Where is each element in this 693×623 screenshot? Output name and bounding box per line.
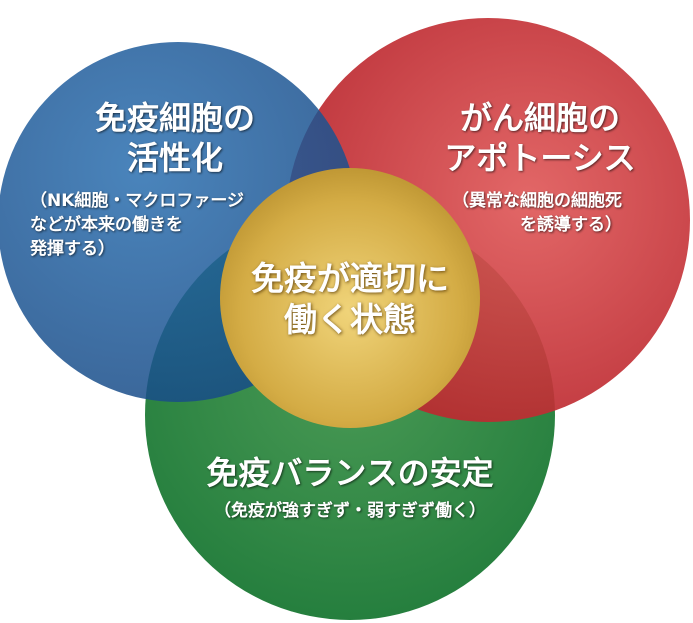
red-title: がん細胞の アポトーシス	[410, 98, 670, 178]
center-title: 免疫が適切に 働く状態	[210, 258, 490, 341]
red-sub-line: （異常な細胞の細胞死	[452, 191, 622, 211]
blue-sub-line: （NK細胞・マクロファージ	[30, 191, 245, 211]
center-line: 働く状態	[284, 300, 416, 340]
blue-subtitle: （NK細胞・マクロファージ などが本来の働きを 発揮する）	[30, 190, 244, 261]
blue-title: 免疫細胞の 活性化	[60, 98, 290, 178]
red-title-line: がん細胞の	[459, 99, 620, 137]
red-subtitle: （異常な細胞の細胞死 を誘導する）	[452, 190, 622, 238]
blue-title-line: 免疫細胞の	[94, 99, 255, 137]
green-subtitle: （免疫が強すぎず・弱すぎず働く）	[214, 501, 486, 521]
red-title-line: アポトーシス	[444, 139, 636, 177]
red-sub-line: を誘導する）	[520, 214, 622, 235]
blue-sub-line: 発揮する）	[30, 238, 115, 259]
center-line: 免疫が適切に	[251, 259, 449, 298]
blue-sub-line: などが本来の働きを	[30, 214, 183, 235]
blue-title-line: 活性化	[126, 139, 223, 177]
center-circle	[220, 168, 480, 428]
green-title: 免疫バランスの安定	[206, 454, 494, 492]
